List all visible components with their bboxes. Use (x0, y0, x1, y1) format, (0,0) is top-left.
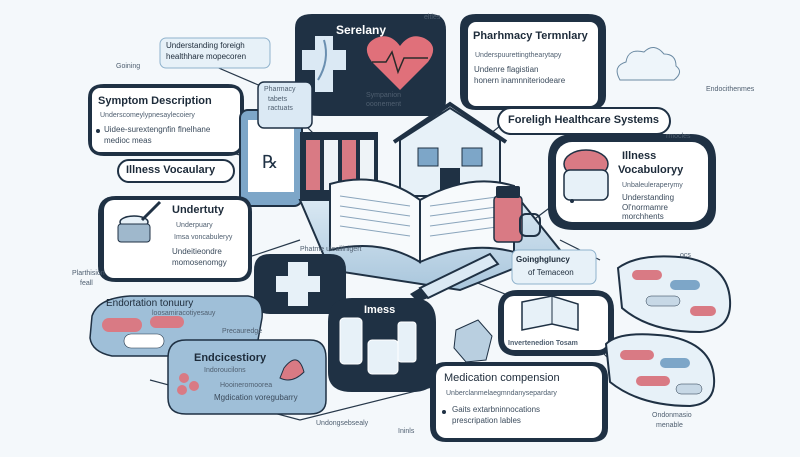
bullet-dots (96, 74, 574, 414)
med-comp-bullet-1: Gaits extarbninnocations (452, 405, 541, 414)
endoc-right-label: Endocithenmes (706, 86, 755, 93)
pills-tray-top (616, 255, 732, 334)
symptom-description-sub: Underscomeylypnesaylecoiery (100, 112, 195, 119)
gaining-fluency-bubble (511, 249, 597, 285)
capsules-group-top (632, 270, 716, 316)
plarthision-line-1: Plarthision (72, 270, 105, 277)
capsules-group-bottom (620, 350, 703, 395)
serelany-title: Serelany (336, 23, 387, 37)
ininls-label: Ininls (398, 428, 415, 435)
understanding-bubble (159, 37, 271, 69)
book-icon (521, 295, 579, 331)
symptom-card (92, 88, 240, 152)
illness-vocab-right-title-2: Vocabuloryy (618, 164, 684, 176)
pharmacy-sign-line-2: tabets (268, 96, 288, 103)
ondonmasio-line-2: menable (656, 422, 683, 429)
book-caption: Phatme ulealiinigert (300, 246, 362, 253)
undongsebsealy-label: Undongsebsealy (316, 420, 369, 427)
symptom-description-title: Symptom Description (98, 95, 212, 107)
pill-capsule-icon (563, 149, 609, 201)
illness-vocab-right-bullet-3: morchhents (622, 212, 664, 221)
cross-icon (276, 262, 320, 306)
medicine-bottles-icon (339, 317, 417, 375)
symptom-description-bullet-2: medioc meas (104, 136, 152, 145)
gaining-label: Goining (116, 63, 141, 70)
understanding-line-1: Understanding foreigh (166, 41, 245, 50)
pharmacy-terminology-bullet-2: honern inamnniteriodeare (474, 76, 566, 85)
ocs-label: ocs (680, 252, 691, 259)
pharmacy-sign-line-1: Pharmacy (264, 86, 296, 93)
mortar-icon (117, 200, 162, 243)
top-small-label: elties (424, 14, 441, 21)
bottle-label: Invertenedion Tosam (508, 340, 578, 347)
foreign-healthcare-title: Foreligh Healthcare Systems (508, 114, 660, 126)
illness-vocab-right-bullet-2: Ol'normamre (622, 203, 668, 212)
svg-text:℞: ℞ (262, 152, 278, 172)
med-comp-sub: Unberclanmelaegmndanysepardary (446, 390, 557, 397)
pharmacy-terminology-title: Pharhmacy Termnlary (473, 30, 588, 42)
med-comp-bullet-2: prescripation lables (452, 416, 521, 425)
clipboard-icon: ℞ (239, 109, 303, 207)
precauredge-label: Precauredge (222, 328, 263, 335)
illness-vocab-right-title-1: Illness (622, 150, 657, 162)
migration-vocab-label: Mgdication voregubarry (214, 393, 298, 402)
undertuty-title: Undertuty (172, 204, 224, 216)
symptom-description-bullet-1: Uidee-surextengnfin flnelhane (104, 125, 211, 134)
serelany-sub-1: Sympanion (366, 92, 402, 99)
plarthision-line-2: feall (80, 280, 93, 287)
med-comp-card (436, 366, 602, 438)
capsules-left (102, 316, 184, 349)
pharmacy-sign-line-3: ractuats (268, 105, 293, 112)
undertuty-bullet-2: momosenomgy (172, 258, 227, 267)
endocestory-card (167, 339, 327, 415)
endortation-title: Endortation tonuury (106, 298, 194, 309)
illness-vocab-right-sub: Unbaleuleraperymy (622, 182, 683, 189)
med-comp-title: Medication compension (444, 372, 560, 384)
medical-cross-icon (302, 36, 346, 92)
heart-icon (366, 36, 434, 90)
undertuty-bullet-1: Undeitieondre (172, 247, 222, 256)
ondonmasio-line-1: Ondonmasio (652, 412, 692, 419)
endocestory-title: Endcicestiory (194, 352, 267, 364)
foreign-healthcare-pill (497, 107, 671, 135)
rmocles-label: rmocles (666, 133, 691, 140)
gaining-fluency-sub: of Temaceon (528, 268, 574, 277)
endocestory-sub: Indoroucilons (204, 367, 246, 374)
illness-vocab-right-bullet-1: Understanding (622, 193, 675, 202)
pharmacy-terminology-bullet-1: Undenre flagistian (474, 65, 539, 74)
understanding-line-2: healthhare mopecoren (166, 52, 247, 61)
map-piece-icon (453, 319, 493, 363)
pharmacy-terminology-sub: Underspuurettingthearytapy (475, 52, 562, 59)
undertuty-sub-2: Imsa voncabuleryy (174, 234, 233, 241)
endortation-sub: loosamiracotiyesauy (152, 310, 216, 317)
illness-vocab-left-title: Illness Vocaulary (126, 164, 216, 176)
undertuty-sub-1: Underpuary (176, 222, 213, 229)
open-book-icon (329, 178, 515, 264)
gaining-fluency-title: Goinghgluncy (516, 255, 570, 264)
pharmacy-sign (257, 81, 313, 129)
illness-vocab-left-pill (117, 159, 235, 183)
pharmacy-terminology-inner (468, 22, 598, 106)
pill-bottle-icon (493, 186, 541, 243)
pills-tray-bottom (604, 333, 716, 408)
cloud-icon (616, 47, 680, 81)
flower-icon (177, 359, 305, 395)
serelany-sub-2: ooonement (366, 101, 402, 108)
endocestory-sub-2: Hooineromoorea (220, 382, 273, 389)
imess-title: Imess (364, 304, 396, 316)
